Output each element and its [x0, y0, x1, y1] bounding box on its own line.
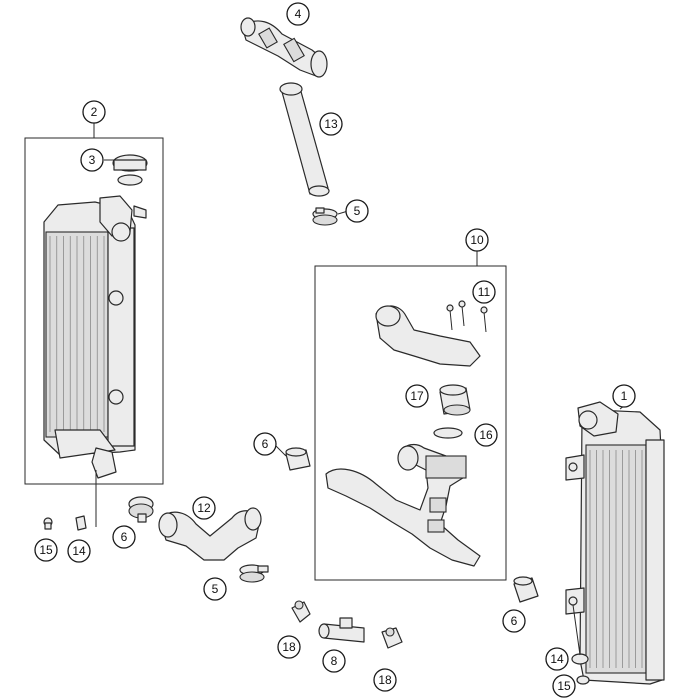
callout-circle [80, 148, 104, 172]
clip-left [291, 600, 311, 623]
callout-c14b[interactable]: 14 [545, 647, 569, 671]
callout-circle [82, 100, 106, 124]
callout-number: 13 [324, 117, 338, 131]
callout-c12[interactable]: 12 [192, 496, 216, 520]
callout-c5a[interactable]: 5 [345, 199, 369, 223]
callout-circle [345, 199, 369, 223]
callout-c10[interactable]: 10 [465, 228, 489, 252]
callout-c6c[interactable]: 6 [502, 609, 526, 633]
upper-hose [240, 17, 328, 78]
callout-number: 10 [470, 233, 484, 247]
callout-number: 5 [212, 582, 219, 596]
callout-c8[interactable]: 8 [322, 649, 346, 673]
callout-number: 5 [354, 204, 361, 218]
callout-circle [612, 384, 636, 408]
callout-circle [472, 280, 496, 304]
callout-c18a[interactable]: 18 [277, 635, 301, 659]
callout-c4[interactable]: 4 [286, 2, 310, 26]
callout-number: 16 [479, 428, 493, 442]
callout-number: 12 [197, 501, 211, 515]
clamp-ring-left [128, 496, 154, 523]
callout-number: 17 [410, 389, 424, 403]
callout-c3[interactable]: 3 [80, 148, 104, 172]
callout-circle [373, 668, 397, 692]
sleeve-right [513, 576, 539, 603]
t-connector [318, 617, 365, 643]
callout-c1[interactable]: 1 [612, 384, 636, 408]
callout-c17[interactable]: 17 [405, 384, 429, 408]
callout-c6a[interactable]: 6 [253, 432, 277, 456]
bolts [446, 300, 488, 333]
callout-circle [322, 649, 346, 673]
callout-number: 1 [621, 389, 628, 403]
callout-c5b[interactable]: 5 [203, 577, 227, 601]
callout-circle [277, 635, 301, 659]
radiator-right [565, 401, 665, 685]
sleeve-center [285, 447, 311, 471]
callout-c2[interactable]: 2 [82, 100, 106, 124]
thermostat-housing-upper [375, 305, 481, 367]
callout-number: 11 [478, 285, 491, 299]
radiator-left [43, 195, 147, 479]
leader-lines [199, 210, 625, 520]
callout-c16[interactable]: 16 [474, 423, 498, 447]
rubber-left [75, 515, 87, 531]
coolant-pipe [279, 82, 330, 197]
lower-hose [158, 507, 262, 561]
callout-number: 2 [91, 105, 98, 119]
callout-number: 14 [72, 544, 86, 558]
callout-c13[interactable]: 13 [319, 112, 343, 136]
group-frame-thermostat [314, 265, 507, 581]
callout-c15b[interactable]: 15 [552, 674, 576, 698]
callout-number: 18 [378, 673, 392, 687]
callout-c18b[interactable]: 18 [373, 668, 397, 692]
callout-circle [192, 496, 216, 520]
callout-c6b[interactable]: 6 [112, 525, 136, 549]
callout-c15a[interactable]: 15 [34, 538, 58, 562]
callout-circle [112, 525, 136, 549]
o-ring [433, 427, 463, 439]
callout-number: 3 [89, 153, 96, 167]
callout-number: 18 [282, 640, 296, 654]
callout-circle [319, 112, 343, 136]
thermostat-housing-lower [325, 443, 481, 567]
callout-number: 4 [295, 7, 302, 21]
clip-right [381, 627, 403, 649]
callout-circle [34, 538, 58, 562]
bolt-left [43, 517, 53, 530]
callout-number: 6 [121, 530, 128, 544]
callout-circle [552, 674, 576, 698]
callout-circle [203, 577, 227, 601]
callout-circle [67, 539, 91, 563]
hose-clamp-upper [312, 207, 338, 226]
callout-number: 6 [511, 614, 518, 628]
callout-c11[interactable]: 11 [472, 280, 496, 304]
callout-circle [465, 228, 489, 252]
washer-right [571, 653, 589, 665]
callout-number: 15 [39, 543, 53, 557]
hose-clamp-lower [239, 564, 269, 583]
callout-circle [474, 423, 498, 447]
callout-number: 8 [331, 654, 338, 668]
callout-number: 15 [557, 679, 571, 693]
callout-c14a[interactable]: 14 [67, 539, 91, 563]
nut-right [576, 675, 590, 685]
radiator-cap [104, 154, 148, 186]
callout-circle [286, 2, 310, 26]
callout-number: 6 [262, 437, 269, 451]
callout-circle [545, 647, 569, 671]
callout-circle [502, 609, 526, 633]
callout-number: 14 [550, 652, 564, 666]
thermostat [439, 384, 471, 416]
callout-circle [405, 384, 429, 408]
callout-circle [253, 432, 277, 456]
